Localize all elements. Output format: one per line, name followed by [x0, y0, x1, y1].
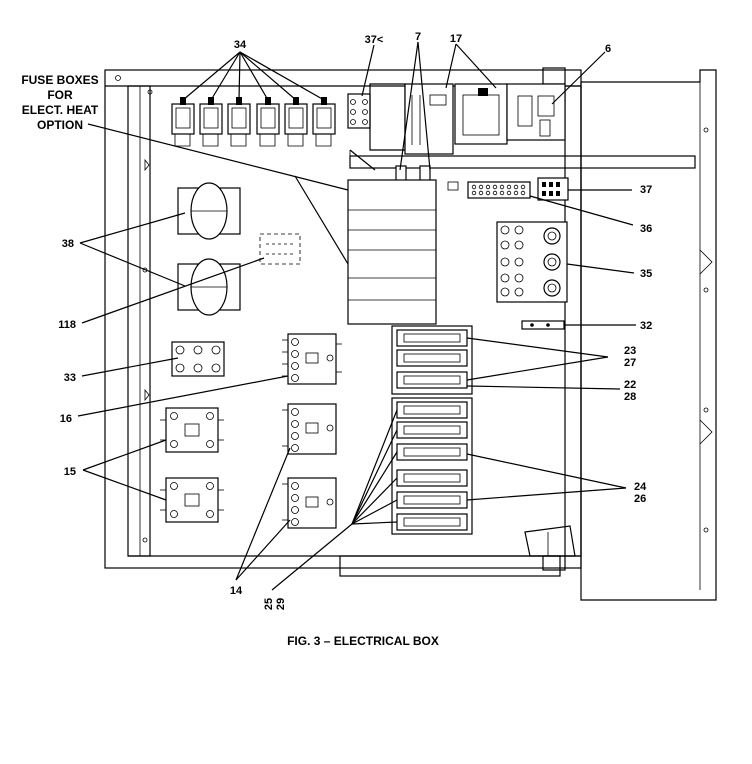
callout-25: 25 — [263, 598, 275, 610]
callout-28: 28 — [624, 391, 636, 403]
callout-26: 26 — [634, 493, 646, 505]
fuse-boxes-label-line-3: ELECT. HEAT — [22, 103, 99, 117]
callout-37: 37 — [640, 184, 652, 196]
callout-29: 29 — [275, 598, 287, 610]
fuse-boxes-label-line-1: FUSE BOXES — [21, 73, 98, 87]
callout-36: 36 — [640, 223, 652, 235]
callout-6: 6 — [605, 43, 611, 55]
callout-37-top: 37< — [365, 34, 384, 46]
callout-16: 16 — [60, 413, 72, 425]
bottom-bracket — [524, 525, 576, 557]
control-boards — [349, 83, 566, 185]
fuse-boxes-label-line-2: FOR — [47, 88, 73, 102]
callout-35: 35 — [640, 268, 652, 280]
connector-37 — [537, 177, 569, 201]
callout-27: 27 — [624, 357, 636, 369]
side-panel — [542, 67, 717, 601]
callout-32: 32 — [640, 320, 652, 332]
fuse-holders-lower — [391, 397, 473, 535]
callout-118: 118 — [58, 319, 76, 331]
callout-22: 22 — [624, 379, 636, 391]
fuse-boxes — [347, 179, 459, 325]
transformers-38 — [177, 182, 241, 316]
bar-32 — [521, 320, 565, 330]
fuse-boxes-label-line-4: OPTION — [37, 118, 83, 132]
connector-37-top — [347, 93, 371, 129]
leader-lines — [77, 41, 636, 591]
callout-7: 7 — [415, 31, 421, 43]
callout-15: 15 — [64, 466, 76, 478]
callout-38: 38 — [62, 238, 74, 250]
callout-14: 14 — [230, 585, 243, 597]
relays-14 — [282, 403, 337, 529]
terminal-blocks-34 — [171, 97, 336, 147]
callout-24: 24 — [634, 481, 647, 493]
optional-relay-118 — [259, 233, 301, 265]
relays-15 — [160, 407, 224, 523]
figure-caption: FIG. 3 – ELECTRICAL BOX — [287, 634, 439, 648]
relay-16 — [282, 333, 342, 385]
callout-33: 33 — [64, 372, 76, 384]
terminal-block-33 — [171, 341, 225, 377]
module-35 — [496, 221, 568, 303]
control-rail — [349, 150, 696, 169]
callout-17: 17 — [450, 33, 462, 45]
fuse-holders-upper — [391, 325, 473, 395]
terminal-strip-36 — [467, 181, 531, 199]
callout-23: 23 — [624, 345, 636, 357]
callout-34: 34 — [234, 39, 247, 51]
